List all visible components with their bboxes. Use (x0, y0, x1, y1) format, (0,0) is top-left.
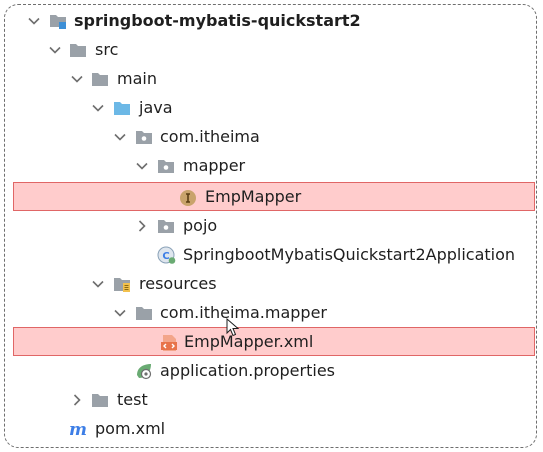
tree-item-label: resources (139, 274, 217, 293)
folder-icon (90, 69, 110, 89)
package-icon (156, 156, 176, 176)
tree-row-main[interactable]: main (0, 64, 543, 93)
tree-row-empmapper[interactable]: EmpMapper (13, 182, 535, 211)
mouse-cursor-icon (226, 318, 240, 337)
tree-item-label: pom.xml (95, 419, 166, 438)
tree-row-application-properties[interactable]: application.properties (0, 356, 543, 385)
chevron-down-icon[interactable] (112, 305, 128, 321)
project-module-icon (48, 11, 68, 31)
tree-item-label: java (139, 98, 173, 117)
resources-folder-icon (112, 274, 132, 294)
chevron-down-icon[interactable] (26, 13, 42, 29)
spring-class-icon: C (156, 245, 176, 265)
tree-item-label: springboot-mybatis-quickstart2 (74, 11, 361, 30)
spring-properties-icon (134, 361, 154, 381)
chevron-right-icon[interactable] (69, 392, 85, 408)
tree-row-resources[interactable]: resources (0, 269, 543, 298)
chevron-down-icon[interactable] (69, 71, 85, 87)
tree-row-empmapper-xml[interactable]: EmpMapper.xml (13, 327, 535, 356)
tree-row-application-class[interactable]: C SpringbootMybatisQuickstart2Applicatio… (0, 240, 543, 269)
tree-panel-frame (4, 4, 537, 448)
tree-row-pojo[interactable]: pojo (0, 211, 543, 240)
folder-icon (90, 390, 110, 410)
tree-item-label: SpringbootMybatisQuickstart2Application (183, 245, 516, 264)
tree-item-label: EmpMapper.xml (184, 332, 314, 351)
chevron-right-icon[interactable] (134, 218, 150, 234)
chevron-down-icon[interactable] (112, 129, 128, 145)
package-icon (134, 127, 154, 147)
tree-item-label: test (117, 390, 148, 409)
tree-row-com-itheima-mapper[interactable]: com.itheima.mapper (0, 298, 543, 327)
tree-row-com-itheima[interactable]: com.itheima (0, 122, 543, 151)
svg-text:m: m (69, 420, 87, 439)
folder-icon (68, 40, 88, 60)
source-folder-icon (112, 98, 132, 118)
svg-text:C: C (162, 251, 169, 262)
tree-item-label: com.itheima (160, 127, 260, 146)
tree-row-mapper[interactable]: mapper (0, 151, 543, 180)
tree-row-test[interactable]: test (0, 385, 543, 414)
tree-row-java[interactable]: java (0, 93, 543, 122)
tree-item-label: EmpMapper (205, 187, 302, 206)
chevron-down-icon[interactable] (47, 42, 63, 58)
folder-icon (134, 303, 154, 323)
xml-file-icon (159, 333, 179, 353)
tree-row-pom-xml[interactable]: m pom.xml (0, 414, 543, 443)
tree-item-label: mapper (183, 156, 246, 175)
chevron-down-icon[interactable] (134, 158, 150, 174)
tree-item-label: com.itheima.mapper (160, 303, 328, 322)
chevron-down-icon[interactable] (90, 100, 106, 116)
chevron-down-icon[interactable] (90, 276, 106, 292)
tree-row-src[interactable]: src (0, 35, 543, 64)
maven-icon: m (68, 419, 88, 439)
tree-item-label: main (117, 69, 157, 88)
tree-item-label: src (95, 40, 119, 59)
tree-row-project-root[interactable]: springboot-mybatis-quickstart2 (0, 6, 543, 35)
tree-item-label: pojo (183, 216, 218, 235)
tree-item-label: application.properties (160, 361, 335, 380)
interface-icon (178, 188, 198, 208)
package-icon (156, 216, 176, 236)
